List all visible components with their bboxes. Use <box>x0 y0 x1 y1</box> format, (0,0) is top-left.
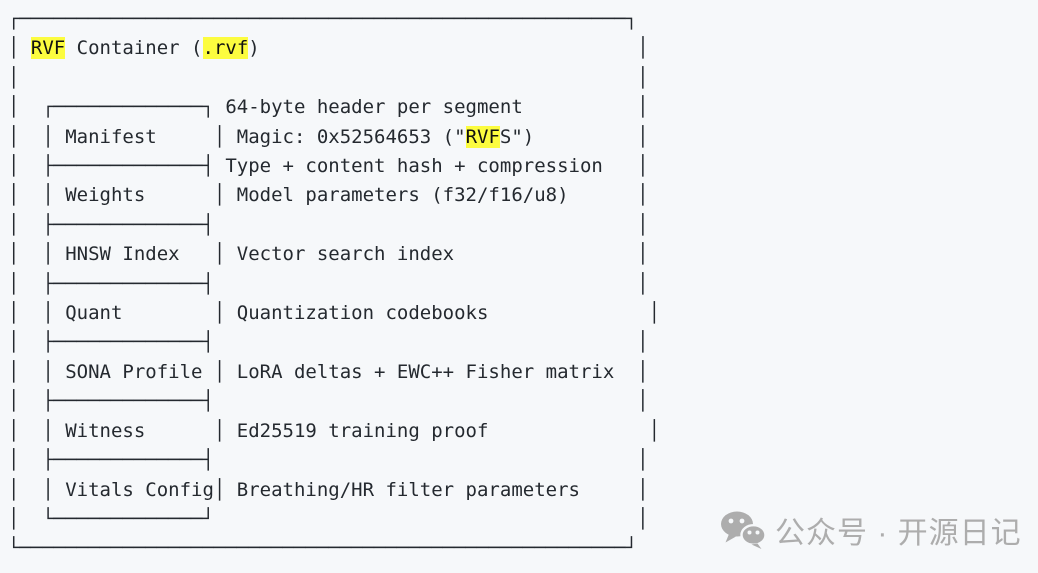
watermark-text: 公众号 · 开源日记 <box>775 517 1022 550</box>
watermark: 公众号 · 开源日记 <box>720 508 1022 552</box>
wechat-icon <box>721 511 766 549</box>
